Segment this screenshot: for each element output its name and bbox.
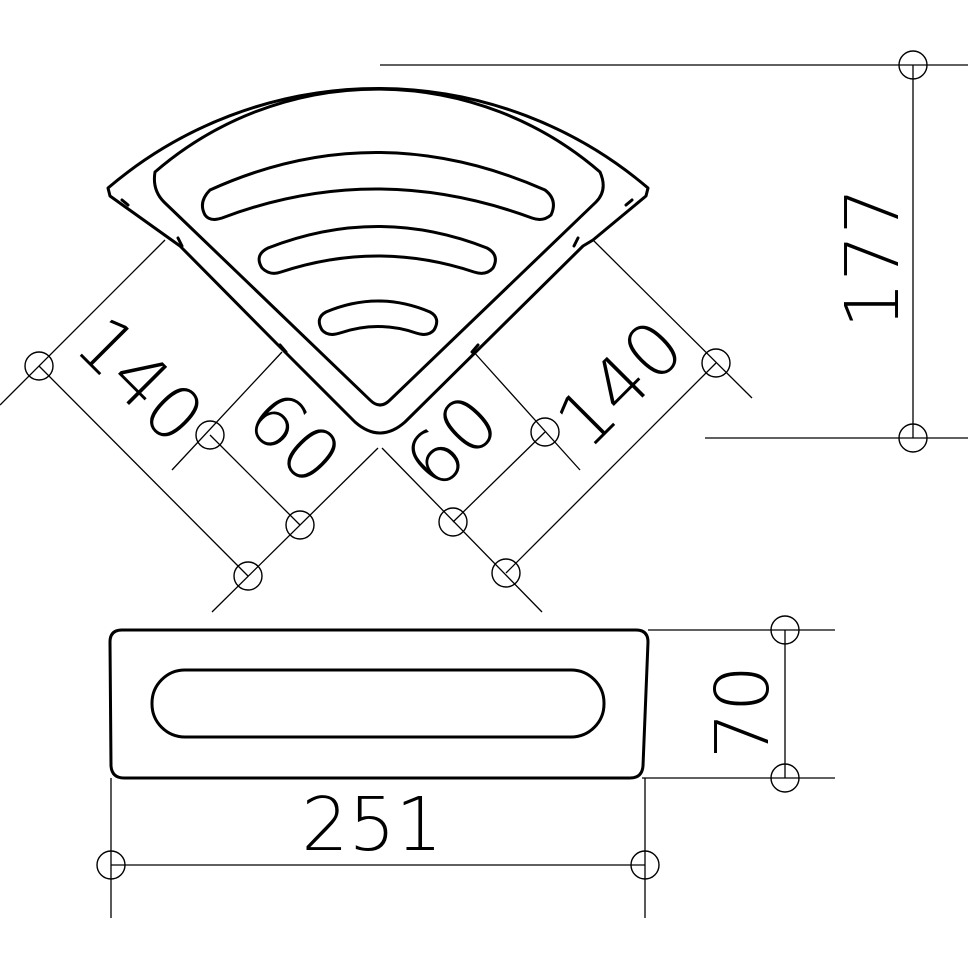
front-slot — [150, 668, 606, 739]
dish-outer-outline — [106, 87, 650, 435]
label-width-251: 251 — [301, 782, 442, 868]
label-left-60: 60 — [230, 375, 357, 502]
dimension-labels-front: 70 251 — [301, 665, 786, 868]
label-right-60: 60 — [389, 379, 516, 506]
dimension-markers-front — [96, 615, 800, 880]
rim-notches — [120, 198, 634, 354]
drain-slot-1 — [200, 151, 555, 221]
front-outer-outline — [108, 628, 650, 780]
top-view — [106, 87, 650, 435]
dish-inner-rim — [152, 87, 605, 407]
dimension-lines-top — [0, 64, 968, 613]
dimension-labels-top: 177 140 60 60 140 — [59, 187, 916, 506]
dimension-markers-top — [24, 50, 928, 591]
front-view — [108, 628, 650, 780]
dimension-lines-front — [110, 629, 835, 918]
drain-slot-3 — [317, 299, 439, 336]
label-height-177: 177 — [830, 187, 916, 328]
label-depth-70: 70 — [700, 665, 786, 759]
label-right-140: 140 — [540, 304, 701, 465]
drain-slot-2 — [257, 225, 497, 275]
